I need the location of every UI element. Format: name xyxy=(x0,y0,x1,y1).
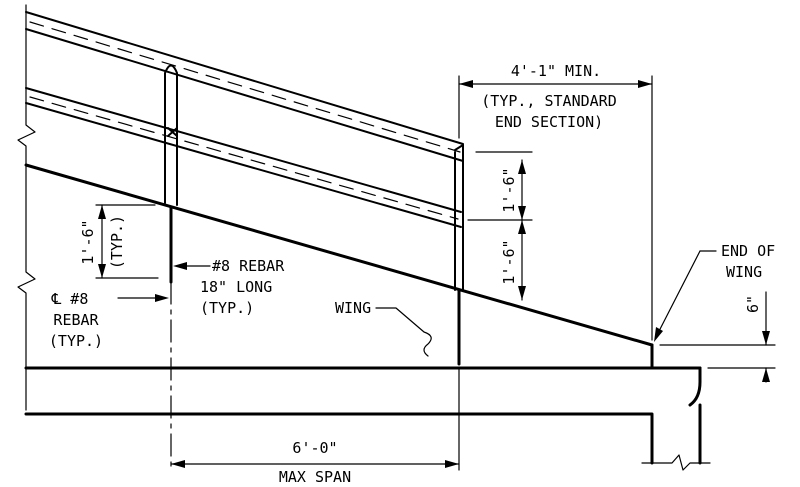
rebar-label-line1: #8 REBAR xyxy=(212,257,285,275)
break-line-left xyxy=(17,4,36,411)
rebar-label-line2: 18" LONG xyxy=(200,278,272,296)
end-of-label: END OF xyxy=(721,242,775,260)
top-rail xyxy=(25,11,464,162)
centerline-label-line2: REBAR xyxy=(53,311,99,329)
centerline-label-line1: ℄ #8 xyxy=(51,290,89,308)
wing-leader xyxy=(375,307,432,357)
middle-rail xyxy=(25,87,462,228)
end-wing-label: WING xyxy=(726,263,762,281)
wing-slope-line xyxy=(24,163,654,347)
lower-height-label: 1'-6" xyxy=(500,239,518,284)
embed-height-label: 1'-6" xyxy=(79,219,97,264)
end-section-label: END SECTION) xyxy=(495,113,603,131)
six-inch-dimension xyxy=(659,291,776,383)
end-post xyxy=(454,144,464,291)
rebar-embed-dimension xyxy=(95,204,159,279)
centerline-label-line3: (TYP.) xyxy=(49,332,103,350)
embed-typ-label: (TYP.) xyxy=(108,215,126,269)
span-label: MAX SPAN xyxy=(279,468,351,486)
span-dimension xyxy=(170,367,460,471)
span-value: 6'-0" xyxy=(292,439,337,457)
rebar-leader xyxy=(173,262,211,270)
rebar-post xyxy=(164,64,178,206)
slab xyxy=(24,366,711,471)
post-height-dimensions xyxy=(467,151,533,301)
rebar-label-line3: (TYP.) xyxy=(200,299,254,317)
min-length-label: 4'-1" MIN. xyxy=(511,62,601,80)
min-length-dimension xyxy=(458,75,653,341)
end-of-wing-leader xyxy=(654,250,717,342)
typ-standard-label: (TYP., STANDARD xyxy=(481,92,616,110)
centerline-leader xyxy=(117,294,169,302)
upper-height-label: 1'-6" xyxy=(500,167,518,212)
wing-label: WING xyxy=(335,299,371,317)
six-inch-label: 6" xyxy=(744,295,762,313)
